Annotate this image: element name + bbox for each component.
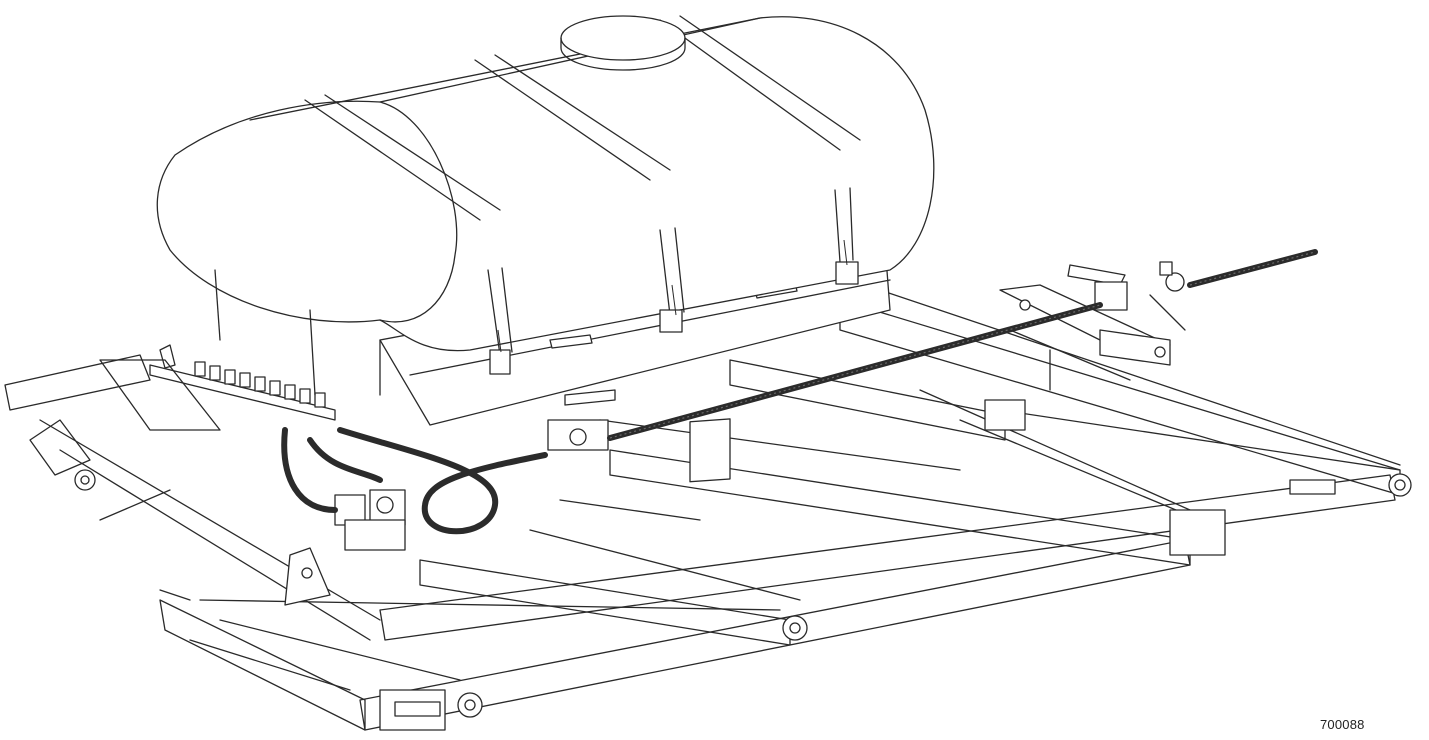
hoses: [281, 249, 1318, 535]
valve-manifold: [149, 269, 336, 421]
spray-tank: [156, 15, 935, 352]
hitch-bracket: [999, 261, 1186, 366]
figure-id-label: 700088: [1320, 717, 1365, 732]
pump-assembly: [334, 389, 616, 551]
tie-downs: [487, 187, 859, 375]
frame: [4, 289, 1412, 731]
front-linkage: [29, 359, 221, 601]
manifold-nozzles: [194, 361, 326, 408]
